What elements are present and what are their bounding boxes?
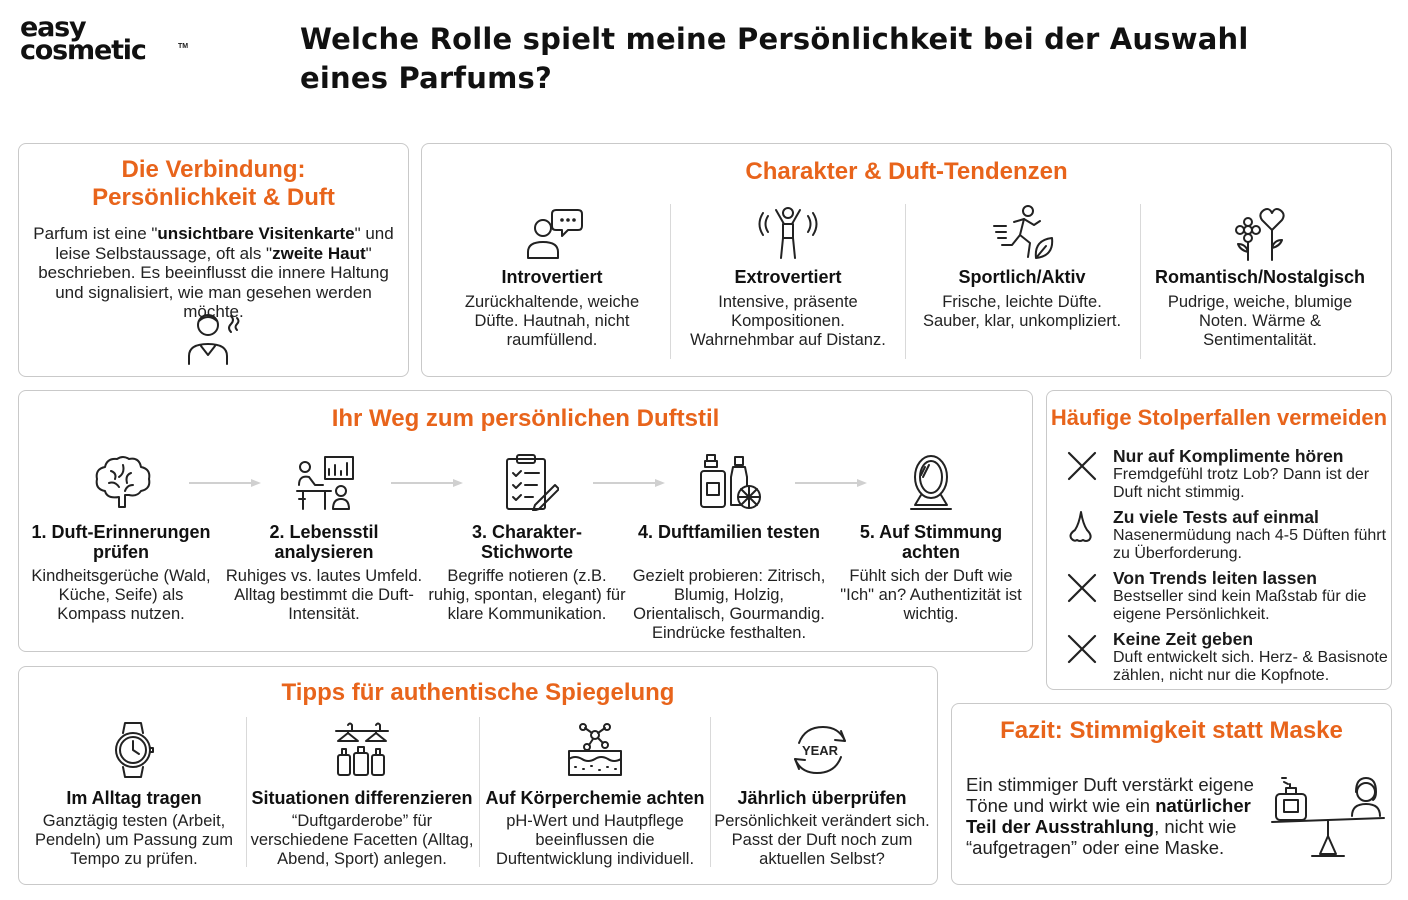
tip-3-text: pH-Wert und Hautpflege beeinflussen die … [495, 812, 695, 868]
wristwatch-icon [111, 721, 155, 779]
arrow-icon [593, 479, 665, 487]
body-text: Parfum ist eine " [33, 224, 158, 243]
pitfall-item: Nur auf Komplimente hören Fremdgefühl tr… [1061, 446, 1385, 511]
pitfall-text: Bestseller sind kein Maßstab für die eig… [1113, 588, 1367, 623]
pitfall-item: Zu viele Tests auf einmal Nasenermüdung … [1061, 507, 1386, 572]
fazit-title: Fazit: Stimmigkeit statt Maske [1000, 717, 1343, 744]
connection-card: Die Verbindung: Persönlichkeit & Duft Pa… [18, 143, 409, 377]
character-text-sportlich: Frische, leichte Düfte. Sauber, klar, un… [922, 293, 1122, 330]
skin-molecule-icon [565, 721, 625, 779]
tip-1-text: Ganztägig testen (Arbeit, Pendeln) um Pa… [34, 812, 234, 868]
body-text: " beschrieben. Es beeinflusst die innere… [38, 243, 389, 322]
person-scent-icon [184, 308, 244, 366]
person-cheering-icon [758, 204, 818, 262]
pitfall-heading: Von Trends leiten lassen [1113, 568, 1317, 588]
arrow-icon [189, 479, 261, 487]
character-heading-extrovertiert: Extrovertiert [734, 267, 842, 287]
flower-heart-icon [1232, 204, 1290, 262]
balance-scale-icon [1268, 774, 1388, 860]
arrow-icon [391, 479, 463, 487]
logo-line-2: cosmetic [20, 35, 147, 66]
character-card: Charakter & Duft-Tendenzen Introvertiert… [421, 143, 1392, 377]
mirror-icon [907, 453, 955, 511]
emphasis-text: unsichtbare Visitenkarte [157, 224, 355, 243]
pitfall-text: Nasenermüdung nach 4-5 Düften führt zu Ü… [1113, 527, 1387, 562]
runner-leaf-icon [992, 204, 1054, 262]
divider [670, 204, 671, 359]
tips-card: Tipps für authentische Spiegelung Im All… [18, 666, 938, 885]
emphasis-text: zweite Haut [272, 243, 366, 263]
clipboard-pen-icon [503, 453, 559, 511]
pitfall-item: Von Trends leiten lassen Bestseller sind… [1061, 568, 1385, 633]
year-cycle-icon: YEAR [791, 721, 849, 779]
path-card: Ihr Weg zum persönlichen Duftstil 1. Duf… [18, 390, 1033, 652]
connection-text: Parfum ist eine "unsichtbare Visitenkart… [33, 224, 394, 322]
tips-title: Tipps für authentische Spiegelung [281, 679, 675, 706]
cross-icon [1065, 632, 1099, 666]
step-5-heading: 5. Auf Stimmung achten [859, 522, 1003, 562]
connection-title-line-2: Persönlichkeit & Duft [92, 184, 335, 211]
step-2-heading: 2. Lebensstil analysieren [269, 522, 379, 562]
step-3-heading: 3. Charakter-Stichworte [471, 522, 583, 562]
emphasis-text: natürlicher Teil der Ausstrahlung [966, 795, 1251, 837]
brain-icon [93, 455, 151, 509]
nose-icon [1065, 510, 1099, 544]
pitfalls-title: Häufige Stolperfallen vermeiden [1050, 405, 1388, 430]
cross-icon [1065, 449, 1099, 483]
pitfalls-card: Häufige Stolperfallen vermeiden Nur auf … [1046, 390, 1392, 690]
perfume-bottles-citrus-icon [699, 453, 761, 511]
character-heading-sportlich: Sportlich/Aktiv [958, 267, 1086, 287]
step-4-heading: 4. Duftfamilien testen [637, 522, 821, 542]
character-heading-romantisch: Romantisch/Nostalgisch [1154, 267, 1366, 287]
pitfall-heading: Keine Zeit geben [1113, 629, 1254, 649]
step-3-text: Begriffe notieren (z.B. ruhig, spontan, … [428, 567, 626, 623]
step-1-text: Kindheitsgerüche (Wald, Küche, Seife) al… [31, 567, 211, 623]
page-title: Welche Rolle spielt meine Persönlichkeit… [300, 22, 1249, 95]
divider [905, 204, 906, 359]
step-2-text: Ruhiges vs. lautes Umfeld. Alltag bestim… [225, 567, 423, 623]
pitfall-heading: Nur auf Komplimente hören [1113, 446, 1344, 466]
character-text-extrovertiert: Intensive, präsente Kompositionen. Wahrn… [690, 293, 886, 349]
step-5-text: Fühlt sich der Duft wie "Ich" an? Authen… [840, 567, 1022, 623]
brand-logo: easy cosmetic TM [20, 12, 190, 72]
body-text: Ein stimmiger Duft verstärkt eigene Töne… [966, 774, 1254, 816]
pitfall-text: Fremdgefühl trotz Lob? Dann ist der Duft… [1113, 466, 1370, 501]
character-text-introvertiert: Zurückhaltende, weiche Düfte. Hautnah, n… [464, 293, 640, 349]
divider [1140, 204, 1141, 359]
tip-1-heading: Im Alltag tragen [66, 788, 202, 808]
pitfall-text: Duft entwickelt sich. Herz- & Basisnote … [1113, 649, 1388, 684]
character-text-romantisch: Pudrige, weiche, blumige Noten. Wärme & … [1167, 293, 1353, 349]
tip-4-heading: Jährlich überprüfen [737, 788, 907, 808]
pitfall-heading: Zu viele Tests auf einmal [1113, 507, 1319, 527]
logo-trademark: TM [178, 43, 189, 50]
pitfall-item: Keine Zeit geben Duft entwickelt sich. H… [1061, 629, 1388, 694]
body-text: , nicht wie “aufgetragen” oder eine Mask… [966, 816, 1237, 858]
hanger-bottles-icon [334, 721, 390, 779]
divider [246, 717, 247, 867]
year-icon-label: YEAR [802, 743, 839, 758]
character-title: Charakter & Duft-Tendenzen [745, 158, 1068, 185]
divider [710, 717, 711, 867]
character-heading-introvertiert: Introvertiert [501, 267, 603, 287]
tip-4-text: Persönlichkeit verändert sich. Passt der… [714, 812, 930, 868]
tip-2-text: “Duftgarderobe” für verschiedene Facette… [250, 812, 474, 868]
divider [479, 717, 480, 867]
desk-analysis-icon [295, 455, 355, 511]
fazit-card: Fazit: Stimmigkeit statt Maske Ein stimm… [951, 703, 1392, 885]
step-1-heading: 1. Duft-Erinnerungen prüfen [31, 522, 211, 562]
tip-2-heading: Situationen differenzieren [251, 788, 473, 808]
tip-3-heading: Auf Körperchemie achten [485, 788, 705, 808]
path-title: Ihr Weg zum persönlichen Duftstil [331, 405, 720, 432]
step-4-text: Gezielt probieren: Zitrisch, Blumig, Hol… [632, 567, 826, 642]
arrow-icon [795, 479, 867, 487]
body-text: " und leise Selbstaussage, oft als " [55, 224, 394, 263]
person-chat-icon [524, 206, 584, 260]
connection-title-line-1: Die Verbindung: [121, 156, 306, 183]
logo-line-1: easy [20, 12, 87, 43]
fazit-text: Ein stimmiger Duft verstärkt eigene Töne… [966, 774, 1261, 858]
cross-icon [1065, 571, 1099, 605]
